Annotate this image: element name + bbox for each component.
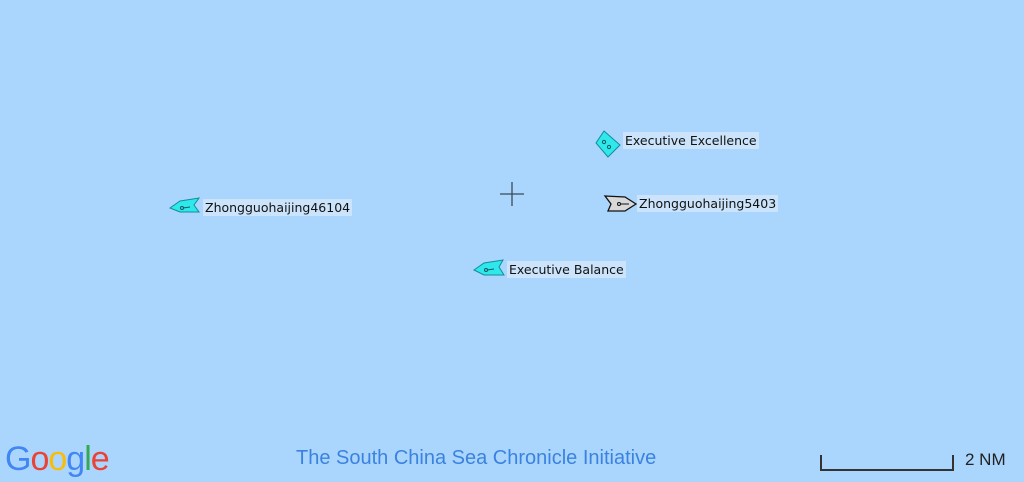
vessel-label[interactable]: Executive Balance (507, 261, 626, 278)
ship-arrow-icon[interactable] (472, 258, 506, 278)
vessel-label[interactable]: Executive Excellence (623, 132, 759, 149)
ship-diamond-icon[interactable] (594, 130, 622, 158)
scale-bar (820, 455, 954, 471)
map-title: The South China Sea Chronicle Initiative (296, 447, 657, 469)
vessel-label[interactable]: Zhongguohaijing5403 (637, 195, 779, 212)
vessel-label[interactable]: Zhongguohaijing46104 (203, 199, 353, 216)
google-logo: Google (5, 440, 110, 478)
scale-label: 2 NM (965, 450, 1006, 469)
ship-arrow-icon[interactable] (168, 197, 202, 215)
map-center-crosshair-icon (500, 182, 524, 206)
ship-arrow-icon[interactable] (603, 194, 639, 214)
